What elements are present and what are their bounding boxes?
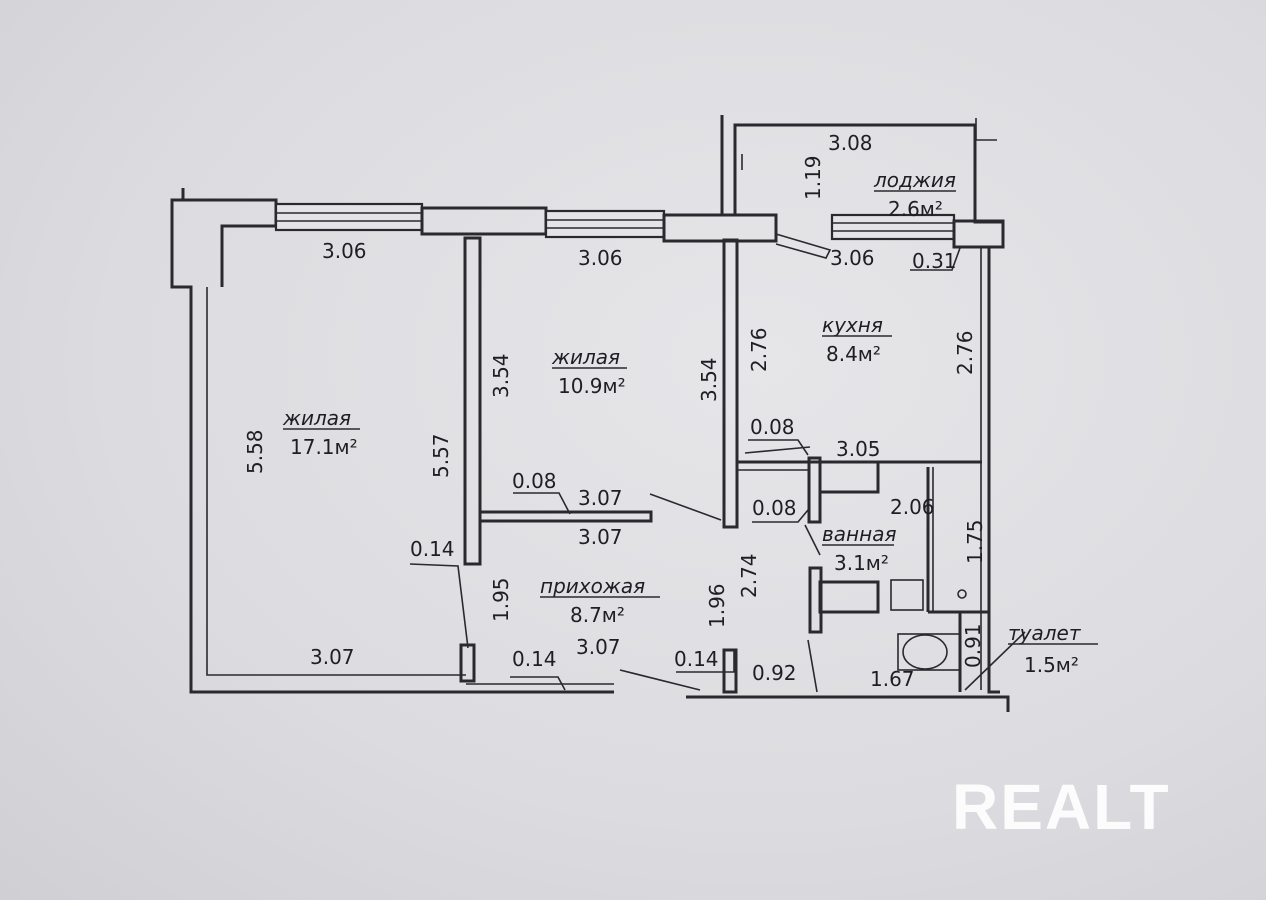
dim-label: 0.14 [512,647,557,671]
dim-label: 0.92 [752,661,797,685]
dim-label: 1.96 [705,583,729,628]
dim-label: 3.06 [830,246,875,270]
dim-label: 0.31 [912,249,957,273]
dim-label: 0.14 [674,647,719,671]
dim-label: 2.06 [890,495,935,519]
dim-label: 3.08 [828,131,873,155]
room-name-living-small: жилая [551,345,620,369]
dim-label: 3.06 [578,246,623,270]
dim-label: 3.05 [836,437,881,461]
dim-label: 3.54 [489,353,513,398]
dim-label: 1.67 [870,667,915,691]
dim-label: 0.08 [752,496,797,520]
dim-label: 3.07 [576,635,621,659]
dim-label: 5.57 [429,433,453,478]
dim-label: 0.08 [750,415,795,439]
dim-label: 0.08 [512,469,557,493]
dim-label: 3.54 [697,357,721,402]
room-area-living-small: 10.9м² [558,374,626,398]
dim-label: 0.91 [961,623,985,668]
dim-label: 1.19 [801,155,825,200]
room-name-loggia: лоджия [873,168,956,192]
room-area-bathroom: 3.1м² [834,551,889,575]
room-name-living-large: жилая [282,406,351,430]
dim-label: 1.95 [489,577,513,622]
windows [274,202,1005,259]
dim-label: 0.14 [410,537,455,561]
room-area-toilet: 1.5м² [1024,653,1079,677]
dim-label: 2.74 [737,553,761,598]
dim-label: 1.75 [963,519,987,564]
leader-lines [409,247,1026,693]
room-area-kitchen: 8.4м² [826,342,881,366]
room-name-toilet: туалет [1008,621,1082,645]
dim-label: 3.06 [322,239,367,263]
room-name-bathroom: ванная [822,522,896,546]
room-area-hallway: 8.7м² [570,603,625,627]
room-name-hallway: прихожая [540,574,645,598]
watermark-logo: REALT [952,771,1171,843]
dim-label: 5.58 [243,429,267,474]
dim-label: 2.76 [953,330,977,375]
room-labels: жилая 17.1м² жилая 10.9м² кухня 8.4м² ло… [282,168,1098,677]
room-area-living-large: 17.1м² [290,435,358,459]
dim-label: 3.07 [310,645,355,669]
dimension-labels: 3.06 3.06 3.06 3.08 1.19 0.31 2.76 2.76 … [243,131,987,691]
dim-label: 3.07 [578,486,623,510]
interior-walls [459,154,989,694]
dim-label: 2.76 [747,327,771,372]
room-name-kitchen: кухня [822,313,883,337]
dim-label: 3.07 [578,525,623,549]
room-area-loggia: 2.6м² [888,197,943,221]
